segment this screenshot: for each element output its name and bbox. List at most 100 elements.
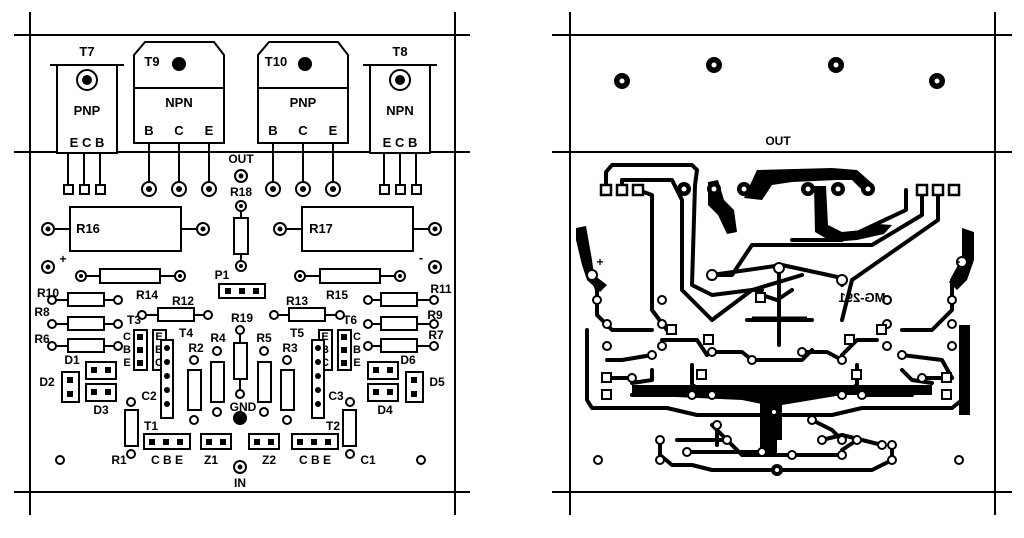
c3-label: C3	[328, 389, 344, 403]
r13-label: R13	[286, 294, 308, 308]
zener-z1: Z1	[200, 433, 232, 467]
minus-terminal: -	[419, 250, 442, 274]
board-id-label: MG-291	[839, 290, 886, 305]
resistor-r5: R5	[256, 331, 272, 417]
resistor-r11: R11	[363, 282, 452, 307]
r4-label: R4	[210, 331, 226, 345]
copper-layout-drawing: OUT	[552, 12, 1012, 515]
heatsink-holes	[614, 57, 945, 89]
resistor-r3: R3	[280, 341, 298, 425]
t5-pin-b: B	[321, 344, 329, 356]
copper-layout-panel: OUT	[512, 0, 1024, 533]
center-cross	[752, 290, 807, 345]
resistor-r14: R14	[75, 268, 186, 302]
t3-name: T3	[127, 313, 141, 327]
resistor-r10: R10	[37, 286, 123, 307]
board-id-text: MG-291	[839, 290, 886, 305]
t4-pin-e: E	[155, 331, 162, 343]
out-label: OUT	[228, 152, 254, 166]
copper-plus-label: +	[596, 255, 603, 269]
r3-label: R3	[282, 341, 298, 355]
d6-label: D6	[400, 353, 416, 367]
t6-pin-b: B	[353, 344, 361, 356]
t4-pin-c: C	[155, 357, 163, 369]
resistor-r9: R9	[363, 308, 443, 331]
t7-name: T7	[79, 44, 94, 59]
t6-pin-c: C	[353, 331, 361, 343]
t6-name: T6	[343, 313, 357, 327]
diode-d6: D6	[367, 353, 416, 380]
r10-label: R10	[37, 286, 59, 300]
resistor-r15: R15	[294, 268, 406, 302]
t6-pin-e: E	[353, 357, 360, 369]
t3-pin-e: E	[123, 357, 130, 369]
transistor-t6: T6 C B E	[337, 313, 361, 371]
d3-label: D3	[93, 403, 109, 417]
resistor-r7: R7	[363, 328, 444, 353]
t8-pins: E C B	[383, 135, 418, 150]
potentiometer-p1: P1	[215, 268, 266, 299]
capacitor-c3: C3	[311, 339, 344, 419]
transistor-t10: T10 PNP B C E	[257, 41, 349, 197]
r1-label: R1	[111, 453, 127, 467]
transistor-t7: T7 PNP E C B	[50, 44, 124, 195]
t8-type: NPN	[386, 103, 413, 118]
resistor-r6: R6	[34, 332, 123, 353]
t7-type: PNP	[74, 103, 101, 118]
r7-label: R7	[428, 328, 444, 342]
d4-label: D4	[377, 403, 393, 417]
transistor-t3: T3 C B E	[123, 313, 148, 371]
capacitor-c2: C2	[141, 339, 174, 419]
r2-label: R2	[188, 341, 204, 355]
d5-label: D5	[429, 375, 445, 389]
r5-label: R5	[256, 331, 272, 345]
square-pads	[601, 292, 952, 400]
t9-pin-c: C	[174, 123, 184, 138]
resistor-r13: R13	[269, 294, 345, 322]
t10-type: PNP	[290, 95, 317, 110]
diode-d3: D3	[85, 383, 117, 417]
gnd-label: GND	[230, 400, 257, 414]
z2-label: Z2	[262, 453, 276, 467]
t5-pin-c: C	[321, 357, 329, 369]
transistor-t1: T1 C B E	[143, 419, 191, 467]
r15-label: R15	[326, 288, 348, 302]
r6-label: R6	[34, 332, 50, 346]
r9-label: R9	[427, 308, 443, 322]
plus-terminal: +	[41, 252, 67, 274]
resistor-r19: R19	[231, 311, 253, 399]
d2-label: D2	[39, 375, 55, 389]
in-label: IN	[234, 476, 246, 490]
resistor-r18: R18	[230, 185, 252, 272]
in-terminal: IN	[233, 460, 247, 490]
r16-label: R16	[76, 221, 100, 236]
t3-pin-c: C	[123, 331, 131, 343]
t9-type: NPN	[165, 95, 192, 110]
r18-label: R18	[230, 185, 252, 199]
t4-name: T4	[179, 326, 193, 340]
top-connector-pads	[599, 182, 961, 197]
p1-label: P1	[215, 268, 230, 282]
t4-pin-b: B	[155, 344, 163, 356]
minus-label: -	[419, 250, 423, 265]
r11-label: R11	[430, 282, 452, 296]
out-terminal: OUT	[228, 152, 254, 183]
t1-name: T1	[144, 419, 158, 433]
resistor-r12: R12	[137, 294, 213, 322]
t3-pin-b: B	[123, 344, 131, 356]
t1-pins: C B E	[151, 453, 183, 467]
c1-label: C1	[360, 453, 376, 467]
r17-label: R17	[309, 221, 333, 236]
z1-label: Z1	[204, 453, 218, 467]
transistor-t8: T8 NPN E C B	[363, 44, 437, 195]
t10-name: T10	[265, 54, 287, 69]
r8-label: R8	[34, 305, 50, 319]
large-pads	[768, 406, 783, 476]
r12-label: R12	[172, 294, 194, 308]
resistor-r1: R1	[111, 397, 139, 467]
t5-name: T5	[290, 326, 304, 340]
zener-z2: Z2	[248, 433, 280, 467]
t10-pin-c: C	[298, 123, 308, 138]
component-layout-drawing: T7 PNP E C B T9 NPN B C E T10 PNP B C E	[14, 12, 470, 515]
board-outline	[552, 12, 1012, 515]
